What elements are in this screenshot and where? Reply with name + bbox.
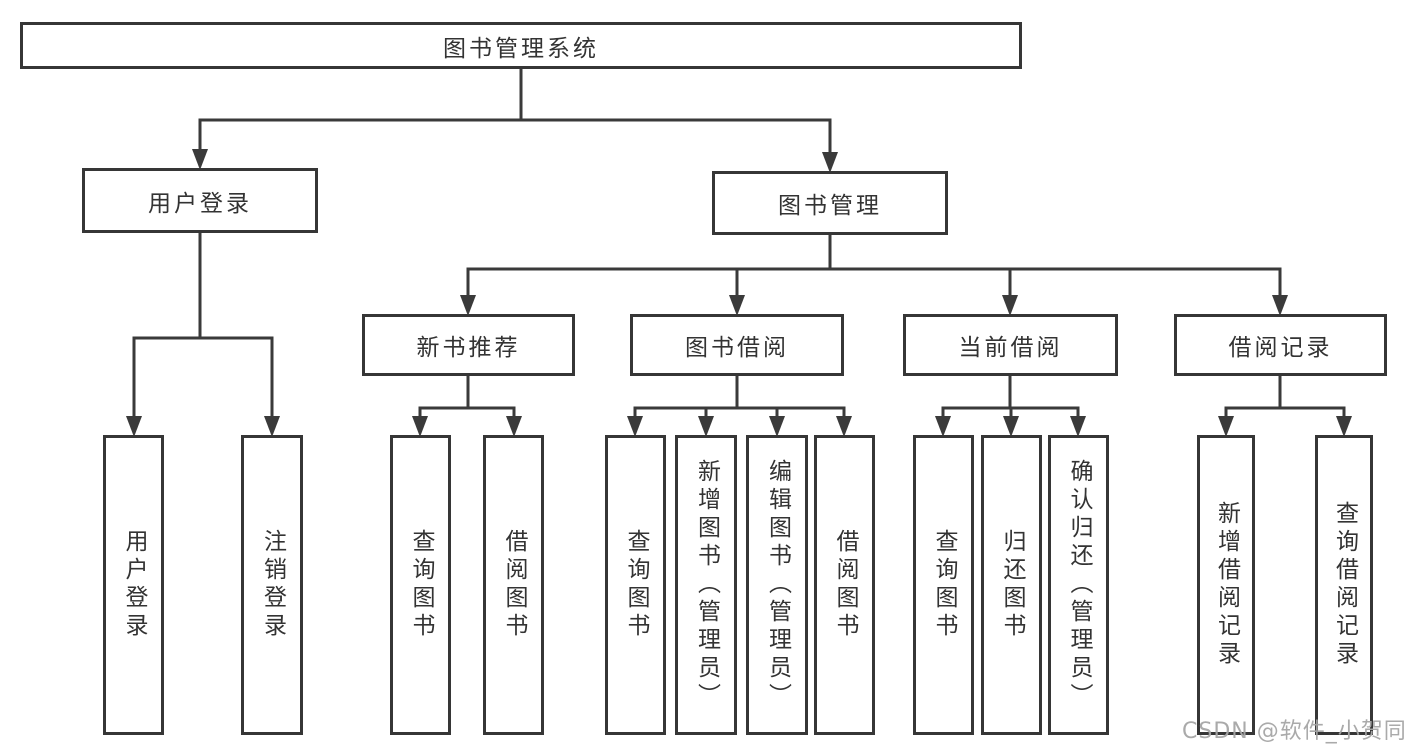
node-current-borrowing: 当前借阅 xyxy=(903,314,1118,376)
node-borrowing-query-books-label: 查询图书 xyxy=(623,529,649,641)
node-borrowing-borrow-books: 借阅图书 xyxy=(814,435,875,735)
node-records-query-record: 查询借阅记录 xyxy=(1315,435,1373,735)
node-borrow-records: 借阅记录 xyxy=(1174,314,1387,376)
node-book-management-label: 图书管理 xyxy=(778,193,882,219)
node-records-add-record-label: 新增借阅记录 xyxy=(1213,501,1240,669)
node-borrowing-borrow-books-label: 借阅图书 xyxy=(832,529,858,641)
node-records-query-record-label: 查询借阅记录 xyxy=(1331,501,1358,669)
node-records-add-record: 新增借阅记录 xyxy=(1197,435,1255,735)
node-current-query-books: 查询图书 xyxy=(913,435,974,735)
node-book-borrowing: 图书借阅 xyxy=(630,314,844,376)
node-new-book-recommend: 新书推荐 xyxy=(362,314,575,376)
node-borrowing-add-books-admin: 新增图书（管理员） xyxy=(675,435,737,735)
node-logout: 注销登录 xyxy=(241,435,303,735)
node-library-system: 图书管理系统 xyxy=(20,22,1022,69)
node-newbooks-query-books-label: 查询图书 xyxy=(408,529,434,641)
node-newbooks-borrow-books-label: 借阅图书 xyxy=(501,529,527,641)
node-current-query-books-label: 查询图书 xyxy=(931,529,957,641)
node-user-login-leaf: 用户登录 xyxy=(103,435,164,735)
node-library-system-label: 图书管理系统 xyxy=(443,35,599,62)
node-newbooks-borrow-books: 借阅图书 xyxy=(483,435,544,735)
node-borrow-records-label: 借阅记录 xyxy=(1228,335,1333,361)
node-borrowing-edit-books-admin-label: 编辑图书（管理员） xyxy=(764,459,791,711)
node-book-borrowing-label: 图书借阅 xyxy=(685,335,789,361)
node-newbooks-query-books: 查询图书 xyxy=(390,435,451,735)
node-user-login-leaf-label: 用户登录 xyxy=(121,529,147,641)
node-current-return-books-label: 归还图书 xyxy=(999,529,1025,641)
node-user-login-label: 用户登录 xyxy=(148,190,252,217)
node-current-borrowing-label: 当前借阅 xyxy=(958,335,1063,361)
node-current-confirm-return-admin: 确认归还（管理员） xyxy=(1048,435,1109,735)
node-borrowing-query-books: 查询图书 xyxy=(605,435,666,735)
node-current-return-books: 归还图书 xyxy=(981,435,1042,735)
node-current-confirm-return-admin-label: 确认归还（管理员） xyxy=(1066,459,1092,711)
node-logout-label: 注销登录 xyxy=(259,529,286,641)
watermark: CSDN @软件_小贺同学 xyxy=(1182,719,1405,744)
node-borrowing-add-books-admin-label: 新增图书（管理员） xyxy=(693,459,720,711)
node-borrowing-edit-books-admin: 编辑图书（管理员） xyxy=(746,435,808,735)
node-user-login: 用户登录 xyxy=(82,168,318,233)
node-new-book-recommend-label: 新书推荐 xyxy=(416,335,521,361)
node-book-management: 图书管理 xyxy=(712,171,948,235)
